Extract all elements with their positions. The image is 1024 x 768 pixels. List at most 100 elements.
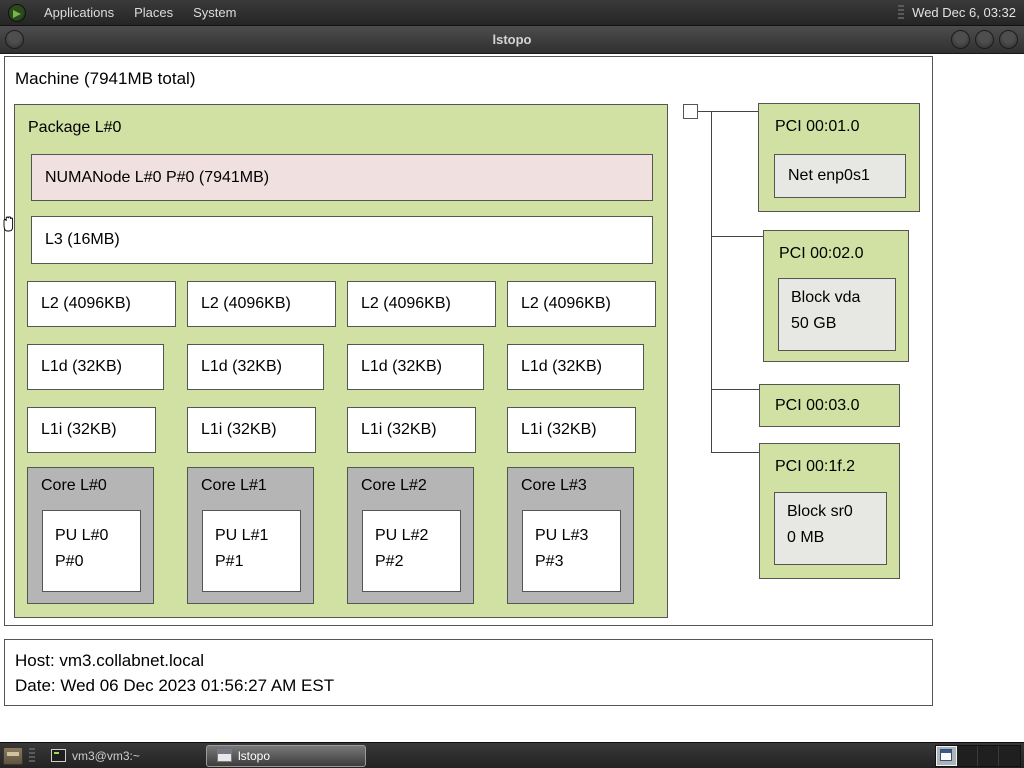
l1i-label: L1i (32KB) [201,421,277,438]
l1i-label: L1i (32KB) [361,421,437,438]
l3-cache-box: L3 (16MB) [31,216,653,264]
net-device-label: Net enp0s1 [788,167,870,184]
l2-label: L2 (4096KB) [521,295,611,312]
top-panel: Applications Places System Wed Dec 6, 03… [0,0,1024,26]
pu-pnum: P#0 [55,553,84,570]
core-label: Core L#0 [41,477,107,494]
machine-box: Machine (7941MB total) Package L#0 NUMAN… [4,56,933,626]
pci-label: PCI 00:02.0 [779,245,864,262]
core-label: Core L#1 [201,477,267,494]
pci-trunk-line [711,111,712,453]
menu-places[interactable]: Places [134,5,174,20]
mini-window-icon [940,749,952,761]
hand-cursor-icon [3,216,14,232]
applet-drag-handle[interactable] [898,4,905,21]
pci-link-line [698,111,758,112]
l1d-label: L1d (32KB) [521,358,602,375]
pu-box: PU L#2 P#2 [362,510,461,592]
pci-link-line [711,452,759,453]
workspace-switcher [935,745,1021,767]
l2-cache-box: L2 (4096KB) [347,281,496,327]
terminal-icon [51,749,66,762]
pu-label: PU L#1 [215,527,269,544]
pu-box: PU L#3 P#3 [522,510,621,592]
pu-label: PU L#3 [535,527,589,544]
l1i-label: L1i (32KB) [521,421,597,438]
core-label: Core L#2 [361,477,427,494]
close-icon[interactable] [999,30,1018,49]
minimize-icon[interactable] [951,30,970,49]
l2-label: L2 (4096KB) [361,295,451,312]
lstopo-canvas: Machine (7941MB total) Package L#0 NUMAN… [0,54,1024,742]
menu-applications[interactable]: Applications [44,5,115,20]
block-device-box: Block vda 50 GB [778,278,896,351]
pci-box: PCI 00:1f.2 Block sr0 0 MB [759,443,900,579]
l2-cache-box: L2 (4096KB) [187,281,336,327]
workspace-2[interactable] [957,746,978,766]
core-box: Core L#1 PU L#1 P#1 [187,467,314,604]
window-menu-icon[interactable] [5,30,24,49]
l2-label: L2 (4096KB) [201,295,291,312]
l2-label: L2 (4096KB) [41,295,131,312]
workspace-3[interactable] [978,746,999,766]
window-icon [217,749,232,762]
menu-system[interactable]: System [193,5,237,20]
l1d-cache-box: L1d (32KB) [347,344,484,390]
date-label: Date: Wed 06 Dec 2023 01:56:27 AM EST [15,676,335,695]
pci-link-line [711,236,763,237]
core-box: Core L#3 PU L#3 P#3 [507,467,634,604]
l1d-label: L1d (32KB) [361,358,442,375]
maximize-icon[interactable] [975,30,994,49]
l1i-cache-box: L1i (32KB) [27,407,156,453]
block-device-label: Block vda [791,289,861,306]
block-device-label: Block sr0 [787,503,853,520]
package-box: Package L#0 NUMANode L#0 P#0 (7941MB) L3… [14,104,668,618]
l1d-cache-box: L1d (32KB) [27,344,164,390]
block-device-box: Block sr0 0 MB [774,492,887,565]
l2-cache-box: L2 (4096KB) [507,281,656,327]
taskbar-item-label: vm3@vm3:~ [72,748,140,763]
l1i-label: L1i (32KB) [41,421,117,438]
taskbar-item-label: lstopo [238,748,271,763]
l1d-cache-box: L1d (32KB) [187,344,324,390]
machine-label: Machine (7941MB total) [15,69,196,88]
core-box: Core L#2 PU L#2 P#2 [347,467,474,604]
core-box: Core L#0 PU L#0 P#0 [27,467,154,604]
file-cabinet-icon[interactable] [3,746,23,765]
pci-label: PCI 00:01.0 [775,118,860,135]
pci-label: PCI 00:03.0 [775,396,860,414]
pci-label: PCI 00:1f.2 [775,458,856,475]
host-label: Host: vm3.collabnet.local [15,651,204,670]
pu-box: PU L#0 P#0 [42,510,141,592]
clock-applet[interactable]: Wed Dec 6, 03:32 [912,5,1016,20]
l1d-label: L1d (32KB) [201,358,282,375]
workspace-1[interactable] [936,746,957,766]
l1i-cache-box: L1i (32KB) [187,407,316,453]
pci-box: PCI 00:01.0 Net enp0s1 [758,103,920,212]
l3-label: L3 (16MB) [45,231,120,248]
legend-box: Host: vm3.collabnet.local Date: Wed 06 D… [4,639,933,706]
pu-label: PU L#2 [375,527,429,544]
pu-pnum: P#1 [215,553,244,570]
workspace-4[interactable] [999,746,1020,766]
net-device-box: Net enp0s1 [774,154,906,198]
window-titlebar[interactable]: lstopo [0,26,1024,54]
pu-pnum: P#2 [375,553,404,570]
pci-box: PCI 00:03.0 [759,384,900,427]
distributor-logo-icon[interactable] [8,3,26,22]
pu-label: PU L#0 [55,527,109,544]
package-label: Package L#0 [28,119,122,136]
l1i-cache-box: L1i (32KB) [347,407,476,453]
tasklist-drag-handle[interactable] [29,747,35,764]
taskbar-item-terminal[interactable]: vm3@vm3:~ [41,745,201,767]
window-title: lstopo [492,32,532,47]
l2-cache-box: L2 (4096KB) [27,281,176,327]
pu-pnum: P#3 [535,553,564,570]
pci-root-connector [683,104,698,119]
core-label: Core L#3 [521,477,587,494]
bottom-panel: vm3@vm3:~ lstopo [0,742,1024,768]
block-device-size: 50 GB [791,315,837,332]
taskbar-item-lstopo[interactable]: lstopo [206,744,366,767]
numanode-label: NUMANode L#0 P#0 (7941MB) [45,168,270,186]
